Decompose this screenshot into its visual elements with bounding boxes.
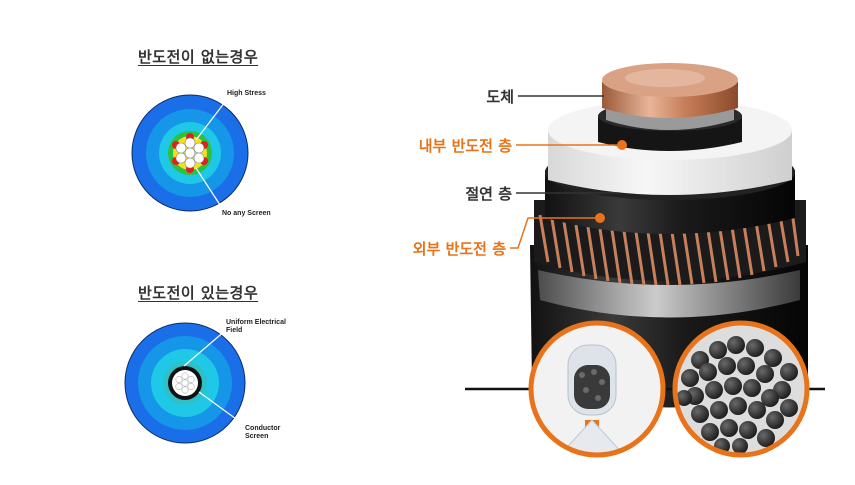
label-leader-lines [510, 95, 627, 249]
title-with-semicon: 반도전이 있는경우 [138, 284, 259, 302]
annotation-uniform-field-line1: Uniform Electrical [226, 319, 286, 326]
annotation-conductor-line2: Screen [245, 433, 269, 440]
annotation-conductor-line1: Conductor [245, 425, 281, 432]
field-diagram-with-screen [124, 322, 246, 444]
annotation-high-stress: High Stress [227, 90, 266, 97]
field-diagram-without-screen [131, 94, 249, 212]
label-outer-semicon: 외부 반도전 층 [412, 240, 506, 258]
title-without-semicon: 반도전이 없는경우 [138, 48, 259, 66]
annotation-conductor-screen: Conductor Screen [245, 425, 280, 441]
annotation-uniform-field-line2: Field [226, 327, 243, 334]
annotation-no-screen: No any Screen [222, 210, 271, 217]
label-inner-semicon: 내부 반도전 층 [418, 137, 512, 155]
vial-photo-inset [528, 320, 666, 458]
cable-illustration [465, 63, 825, 458]
pellets-photo-inset [672, 320, 810, 458]
label-insulation: 절연 층 [465, 185, 512, 203]
annotation-uniform-field: Uniform Electrical Field [226, 319, 286, 335]
label-conductor: 도체 [486, 88, 514, 106]
